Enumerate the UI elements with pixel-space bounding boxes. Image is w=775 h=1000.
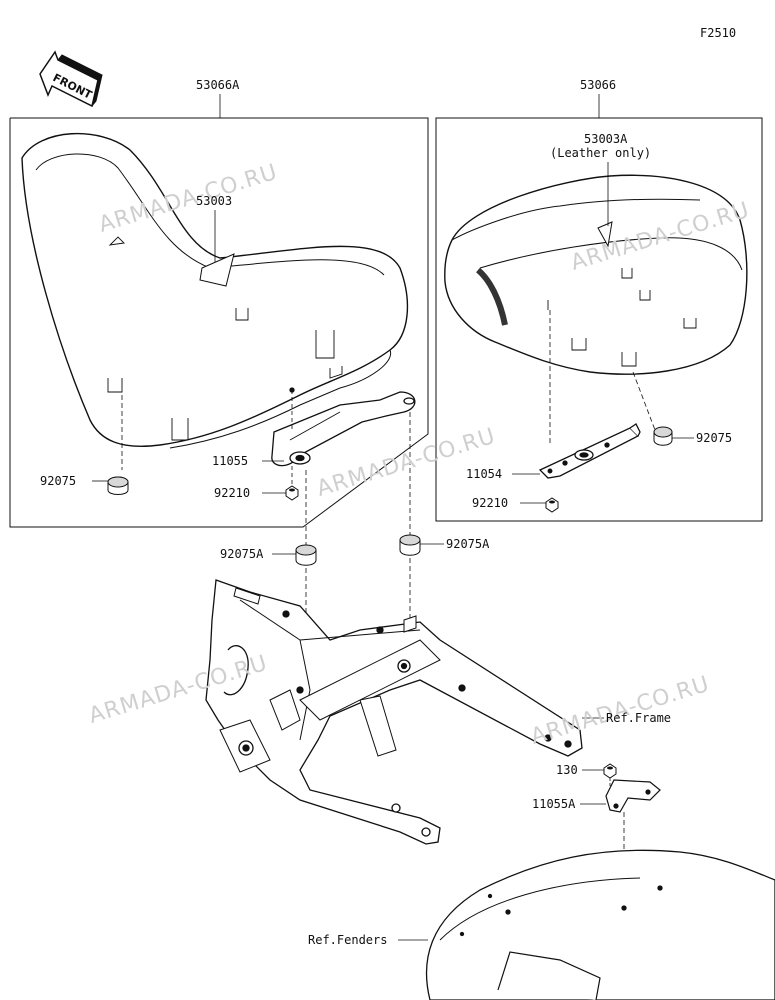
damper-a-right-drawing xyxy=(399,412,444,620)
front-arrow-icon: FRONT xyxy=(39,50,103,108)
label-bolt: 130 xyxy=(556,763,578,777)
label-left-patch: 53003 xyxy=(196,194,233,208)
frame-drawing xyxy=(205,579,583,845)
bracket-a-drawing xyxy=(580,779,661,905)
label-ref-frame: Ref.Frame xyxy=(606,711,672,725)
seat-left-drawing xyxy=(21,132,409,449)
seat-right-drawing xyxy=(444,174,748,375)
nut-right-drawing xyxy=(520,497,559,513)
label-bracket-a: 11055A xyxy=(532,797,576,811)
label-damper-a-left: 92075A xyxy=(220,547,264,561)
bolt-drawing xyxy=(582,763,617,792)
fender-drawing xyxy=(425,849,775,1000)
label-seat-right: 53066 xyxy=(580,78,617,92)
label-damper-a-right: 92075A xyxy=(446,537,490,551)
label-damper-left: 92075 xyxy=(40,474,77,488)
label-right-patch: 53003A xyxy=(584,132,628,146)
bracket-left-drawing xyxy=(271,387,416,467)
seat-left-box xyxy=(9,117,429,528)
damper-right-drawing xyxy=(653,426,694,446)
label-right-patch-note: (Leather only) xyxy=(550,146,652,160)
label-nut-right: 92210 xyxy=(472,496,509,510)
label-bracket-right: 11054 xyxy=(466,467,503,481)
figure-code: F2510 xyxy=(700,26,737,40)
label-nut-left: 92210 xyxy=(214,486,251,500)
label-bracket-left: 11055 xyxy=(212,454,249,468)
label-seat-left: 53066A xyxy=(196,78,240,92)
label-damper-right: 92075 xyxy=(696,431,733,445)
label-ref-fenders: Ref.Fenders xyxy=(308,933,388,947)
nut-left-drawing xyxy=(262,466,299,501)
damper-left-drawing xyxy=(92,476,129,495)
bracket-right-drawing xyxy=(538,423,641,479)
